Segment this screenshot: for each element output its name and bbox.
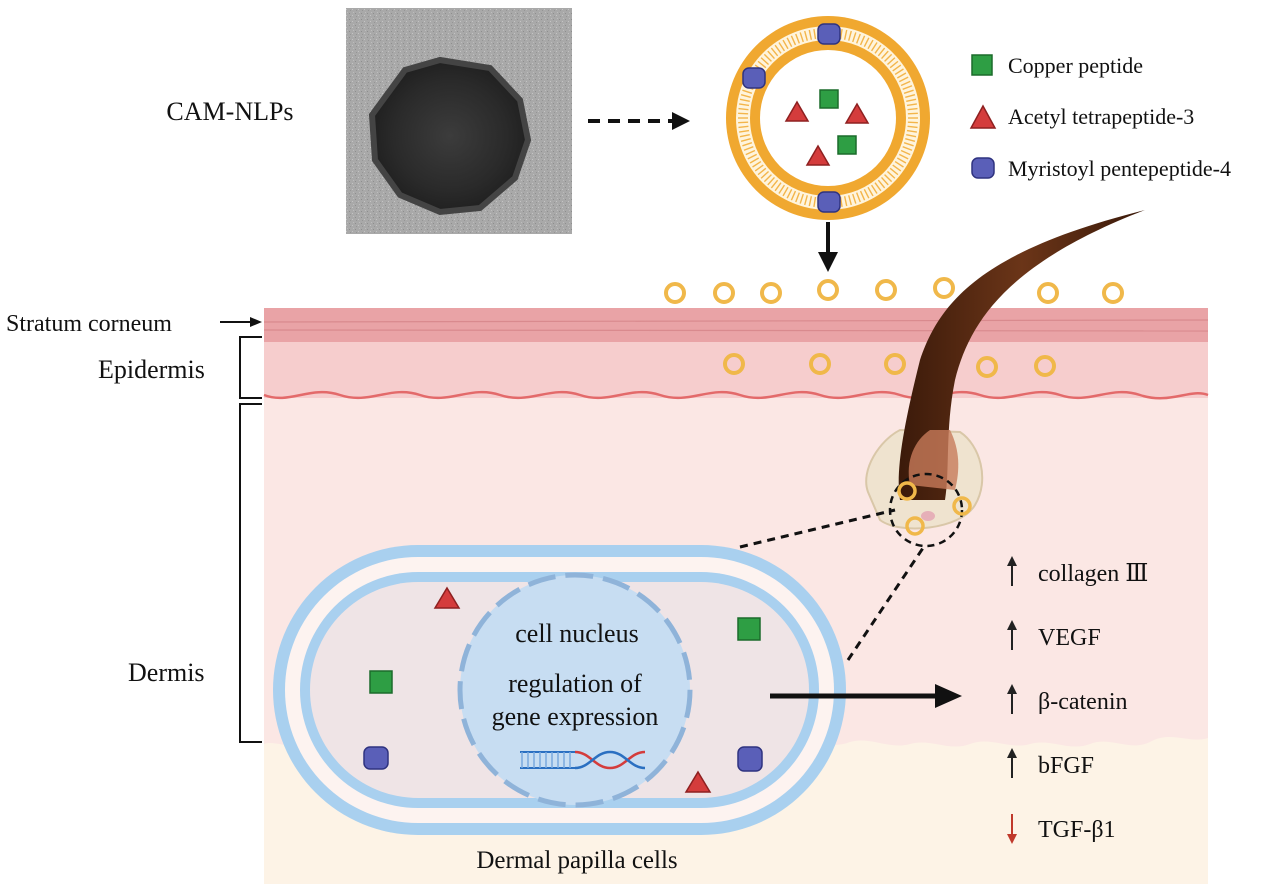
dermis-label: Dermis [128,658,205,687]
effect-item: collagen Ⅲ [1007,556,1148,587]
myristoyl-rounded-icon [971,157,995,179]
effect-label: collagen Ⅲ [1038,561,1148,587]
stratum-arrow-icon [220,317,262,327]
legend: Copper peptide Acetyl tetrapeptide-3 Myr… [969,53,1231,181]
zoom-line-upper [739,508,896,549]
effects-list: collagen Ⅲ VEGF β-catenin bFGF TGF-β1 [1007,556,1148,844]
epidermis-label: Epidermis [98,355,205,384]
up-arrow-icon [1007,748,1017,758]
dna-icon [520,750,646,770]
effect-label: bFGF [1038,753,1094,779]
effect-item: VEGF [1007,620,1101,651]
epidermis-nanoparticles [723,353,1056,378]
zoom-line-lower [846,544,927,661]
effect-item: TGF-β1 [1007,814,1116,844]
regulation-label-line2: gene expression [492,702,659,731]
regulation-label-line1: regulation of [508,669,642,698]
dashed-arrow-icon [588,112,690,130]
legend-label-copper: Copper peptide [1008,53,1143,78]
liposome-diagram [726,16,930,220]
legend-label-myristoyl: Myristoyl pentepeptide-4 [1008,156,1231,181]
tem-micrograph [346,8,572,234]
legend-label-acetyl: Acetyl tetrapeptide-3 [1008,104,1194,129]
down-arrow-icon [1007,834,1017,844]
effect-label: β-catenin [1038,689,1128,715]
nanoparticle-label: CAM-NLPs [166,97,293,126]
up-arrow-icon [1007,556,1017,566]
surface-nanoparticles [664,277,1124,304]
right-arrow-icon [770,684,962,708]
up-arrow-icon [1007,620,1017,630]
acetyl-triangle-icon [969,104,997,129]
nucleus-label: cell nucleus [515,619,638,648]
effect-label: VEGF [1038,625,1101,651]
effect-item: β-catenin [1007,684,1128,715]
effect-item: bFGF [1007,748,1094,779]
dermal-papilla-cell [273,545,846,835]
up-arrow-icon [1007,684,1017,694]
dermal-papilla-label: Dermal papilla cells [476,847,677,874]
hair-follicle [865,210,1145,548]
layer-brackets [239,336,262,743]
copper-peptide-square-icon [971,54,993,76]
down-arrow-icon [818,222,838,272]
stratum-corneum-label: Stratum corneum [6,311,172,337]
effect-label: TGF-β1 [1038,817,1116,843]
